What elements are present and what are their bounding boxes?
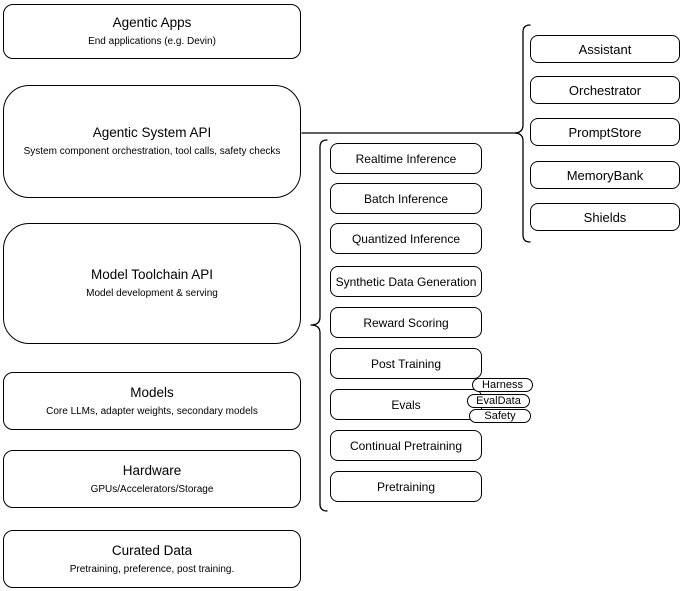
layer-box-model-toolchain-api: Model Toolchain API Model development & … bbox=[3, 223, 301, 344]
layer-subtitle: System component orchestration, tool cal… bbox=[23, 146, 281, 157]
tag-harness: Harness bbox=[472, 378, 533, 392]
system-components-brace bbox=[513, 24, 531, 243]
component-label: Assistant bbox=[578, 41, 632, 57]
tag-label: EvalData bbox=[476, 394, 521, 407]
node-label: Post Training bbox=[370, 356, 442, 371]
node-continual-pretraining: Continual Pretraining bbox=[330, 430, 482, 461]
layer-title: Curated Data bbox=[111, 542, 193, 558]
layer-box-agentic-apps: Agentic Apps End applications (e.g. Devi… bbox=[3, 4, 301, 59]
component-label: MemoryBank bbox=[566, 167, 644, 183]
component-label: Orchestrator bbox=[568, 82, 642, 98]
layer-subtitle: Core LLMs, adapter weights, secondary mo… bbox=[46, 405, 258, 417]
layer-title: Models bbox=[130, 384, 174, 400]
tag-evaldata: EvalData bbox=[467, 394, 530, 408]
tag-label: Safety bbox=[484, 409, 516, 422]
component-label: PromptStore bbox=[568, 124, 642, 140]
component-box-orchestrator: Orchestrator bbox=[530, 76, 680, 104]
node-synthetic-data-generation: Synthetic Data Generation bbox=[330, 266, 482, 297]
node-label: Pretraining bbox=[376, 479, 436, 494]
layer-title: Agentic Apps bbox=[112, 15, 192, 30]
layer-title: Hardware bbox=[122, 462, 182, 478]
tag-safety: Safety bbox=[469, 409, 531, 423]
layer-box-models: Models Core LLMs, adapter weights, secon… bbox=[3, 372, 301, 430]
node-reward-scoring: Reward Scoring bbox=[330, 307, 482, 338]
component-box-promptstore: PromptStore bbox=[530, 118, 680, 146]
layer-box-hardware: Hardware GPUs/Accelerators/Storage bbox=[3, 450, 301, 508]
node-pretraining: Pretraining bbox=[330, 471, 482, 502]
node-evals: Evals bbox=[330, 389, 482, 420]
node-realtime-inference: Realtime Inference bbox=[330, 143, 482, 174]
node-label: Synthetic Data Generation bbox=[335, 274, 477, 289]
node-post-training: Post Training bbox=[330, 348, 482, 379]
component-box-memorybank: MemoryBank bbox=[530, 161, 680, 189]
layer-box-agentic-system-api: Agentic System API System component orch… bbox=[3, 85, 301, 198]
layer-subtitle: Model development & serving bbox=[86, 288, 218, 299]
node-batch-inference: Batch Inference bbox=[330, 183, 482, 214]
component-box-shields: Shields bbox=[530, 203, 680, 231]
layer-subtitle: End applications (e.g. Devin) bbox=[88, 36, 216, 47]
toolchain-services-brace bbox=[310, 139, 328, 512]
component-label: Shields bbox=[583, 209, 627, 225]
node-label: Realtime Inference bbox=[355, 151, 457, 166]
node-label: Reward Scoring bbox=[363, 315, 449, 330]
layer-subtitle: Pretraining, preference, post training. bbox=[69, 563, 235, 575]
layer-title: Agentic System API bbox=[92, 125, 212, 140]
node-label: Batch Inference bbox=[363, 191, 449, 206]
layer-title: Model Toolchain API bbox=[90, 267, 214, 282]
tag-label: Harness bbox=[482, 378, 523, 391]
layer-subtitle: GPUs/Accelerators/Storage bbox=[90, 483, 214, 495]
node-label: Continual Pretraining bbox=[349, 438, 463, 453]
layer-box-curated-data: Curated Data Pretraining, preference, po… bbox=[3, 530, 301, 588]
node-label: Evals bbox=[391, 397, 421, 412]
node-label: Quantized Inference bbox=[351, 231, 461, 246]
component-box-assistant: Assistant bbox=[530, 35, 680, 63]
node-quantized-inference: Quantized Inference bbox=[330, 223, 482, 254]
